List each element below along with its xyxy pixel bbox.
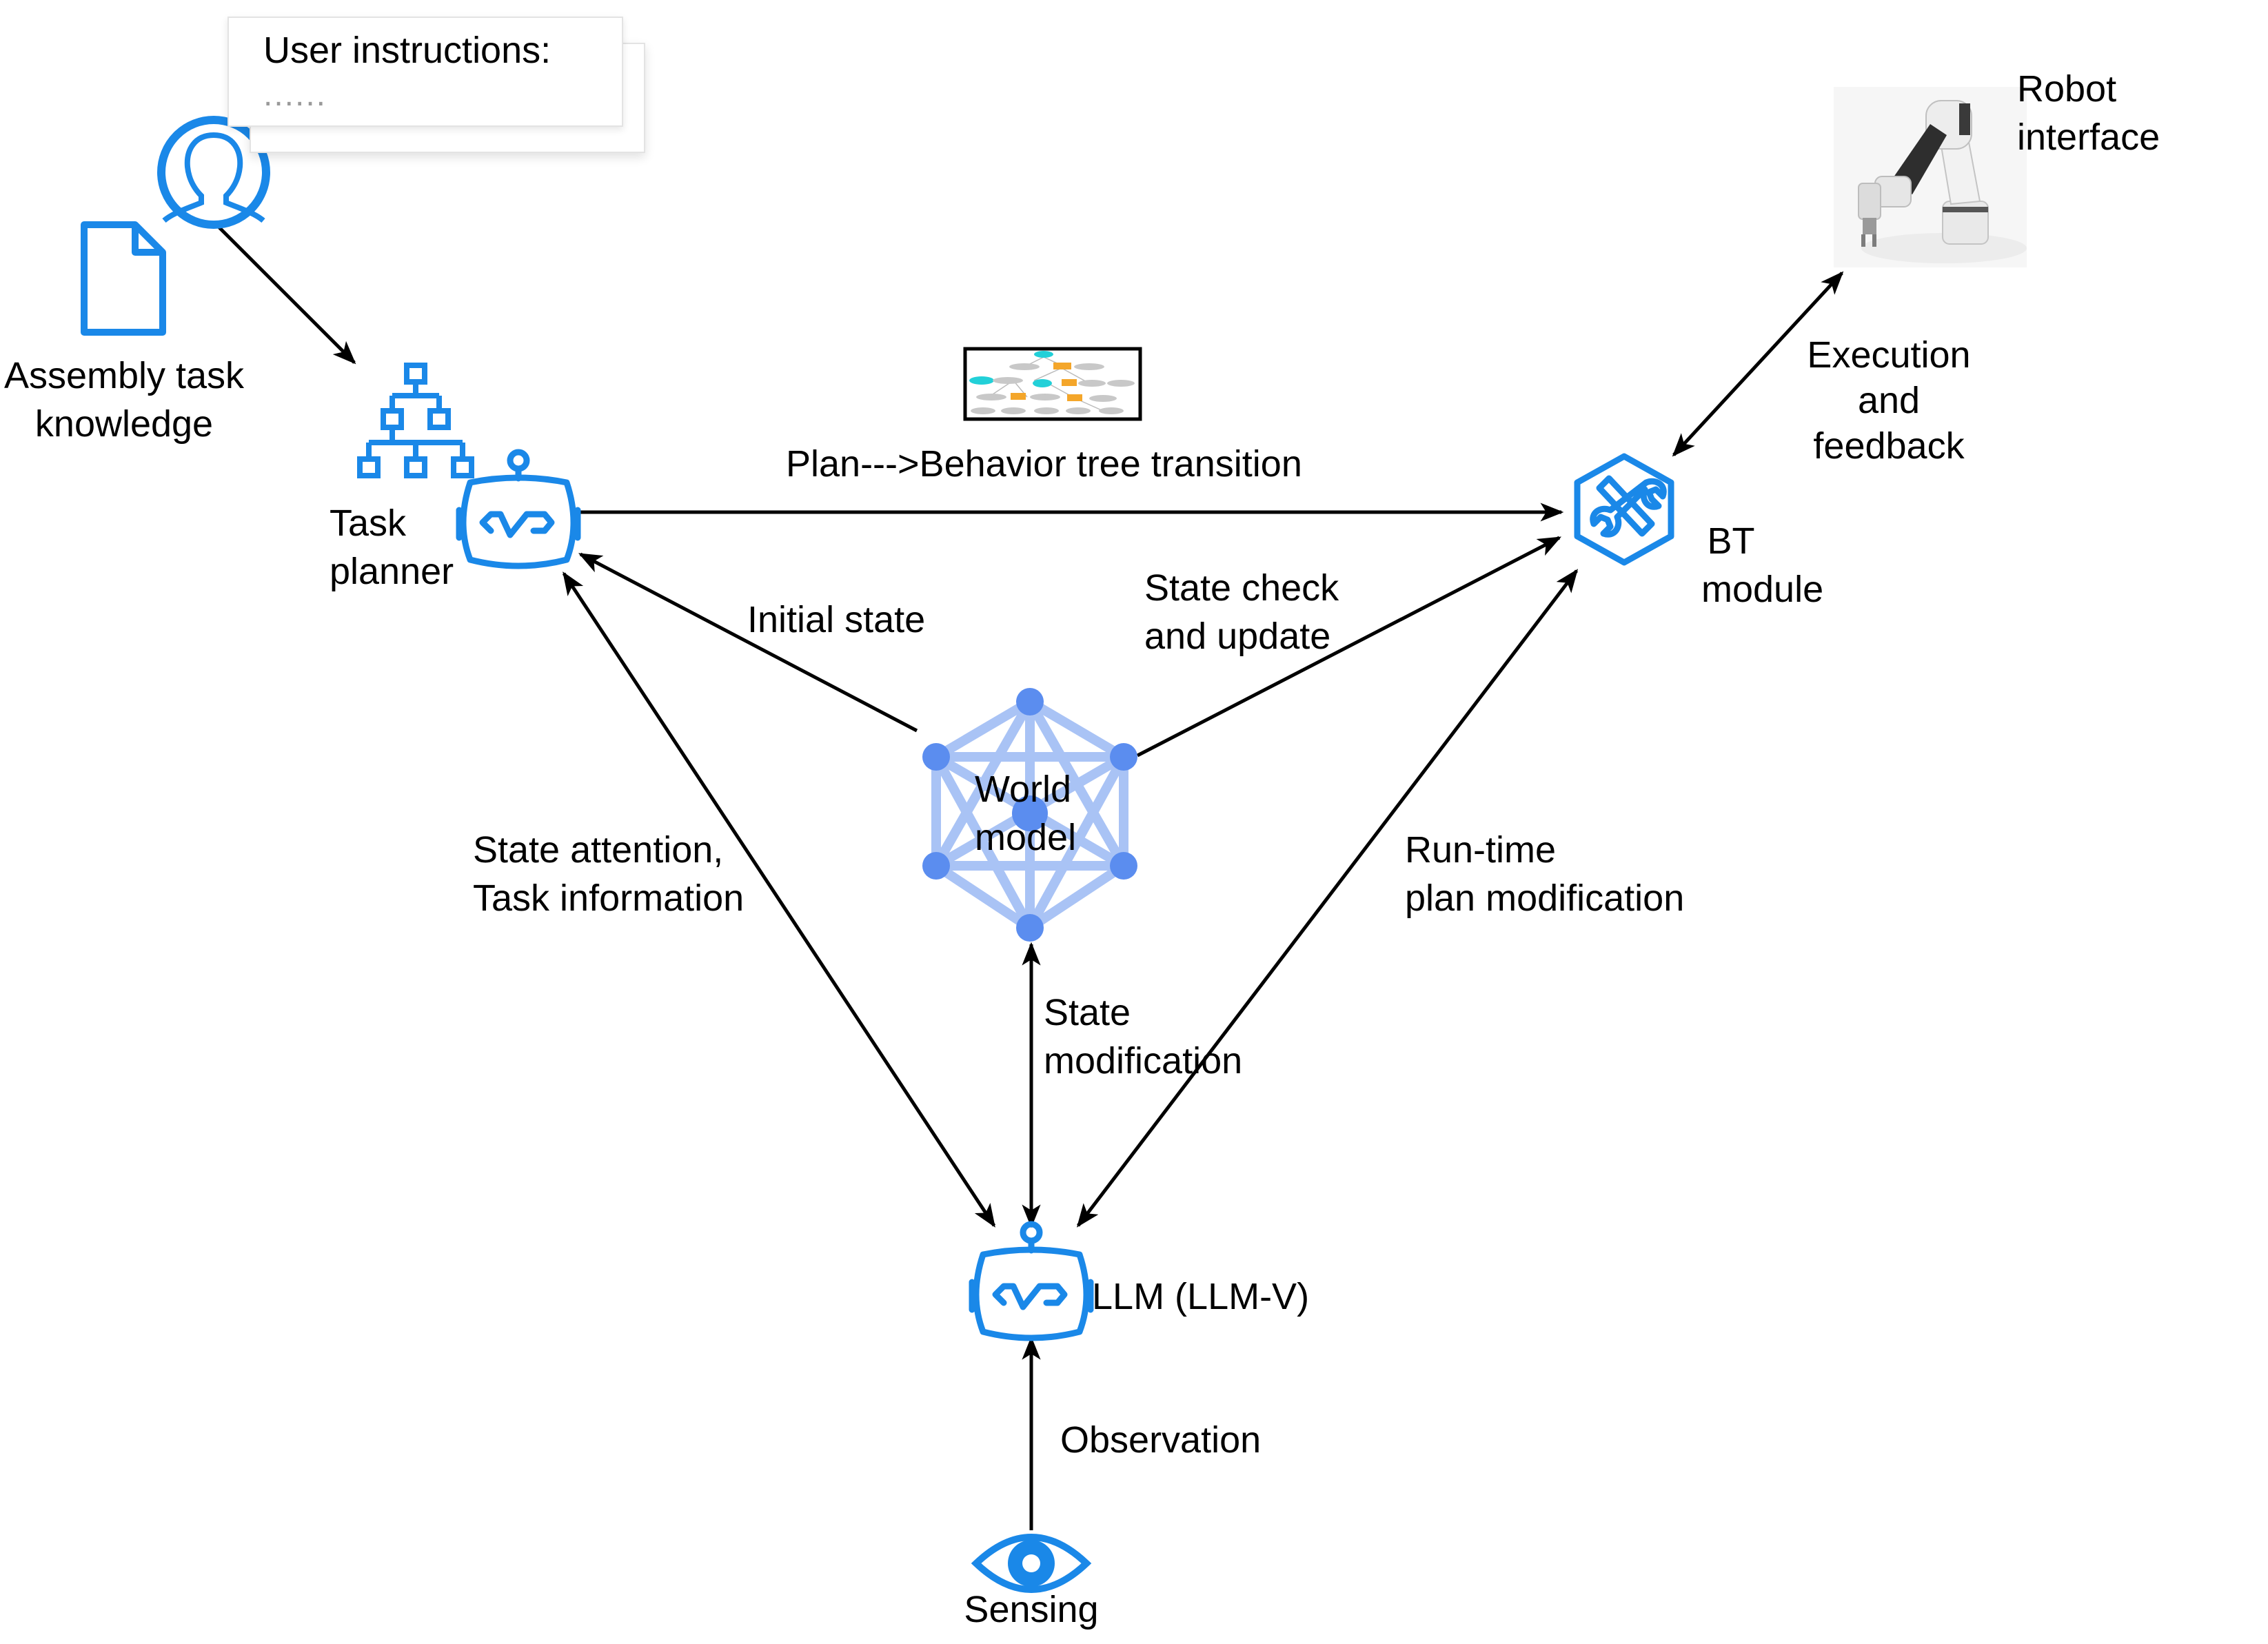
document-icon xyxy=(81,221,166,336)
state-attention-line: State attention, xyxy=(473,829,724,871)
state-mod-line: modification xyxy=(1044,1040,1243,1082)
robot-arm-image xyxy=(1834,87,2027,267)
task-planner-label: Task planner xyxy=(330,499,454,596)
robot-head-icon-planner xyxy=(456,449,581,569)
state-attention-line: Task information xyxy=(473,877,745,919)
arrow-bt-robot xyxy=(1672,271,1844,457)
task-planner-line: Task xyxy=(330,503,407,544)
observation-label: Observation xyxy=(1060,1419,1262,1461)
execution-line: and xyxy=(1857,380,1921,421)
runtime-line: Run-time xyxy=(1405,829,1557,871)
user-instructions-title: User instructions: xyxy=(263,30,551,71)
bt-module-line: module xyxy=(1701,569,1824,610)
graph-node xyxy=(1012,795,1048,831)
plan-bt-transition-label: Plan--->Behavior tree transition xyxy=(786,443,1302,485)
state-check-line: and update xyxy=(1144,616,1331,657)
world-model-line: World xyxy=(975,769,1072,810)
tools-hexagon-icon xyxy=(1574,453,1674,566)
graph-node xyxy=(922,743,950,771)
arrow-user-to-planner xyxy=(218,226,356,365)
state-mod-line: State xyxy=(1044,992,1131,1033)
world-model-label: World model xyxy=(975,765,1076,862)
state-modification-label: State modification xyxy=(1044,988,1242,1085)
execution-line: feedback xyxy=(1813,425,1965,467)
initial-state-label: Initial state xyxy=(747,599,926,640)
graph-node xyxy=(922,852,950,880)
arrow-planner-llm xyxy=(562,571,996,1228)
robot-head-icon-llm xyxy=(969,1221,1094,1341)
bt-module-line: BT xyxy=(1707,520,1755,562)
bt-module-label: BT module xyxy=(1701,517,1823,613)
graph-node xyxy=(1016,914,1044,942)
behavior-tree-thumbnail xyxy=(963,347,1142,421)
llm-label: LLM (LLM-V) xyxy=(1092,1276,1310,1317)
state-check-line: State check xyxy=(1144,567,1339,609)
execution-feedback-label: Execution and feedback xyxy=(1792,332,1985,469)
state-check-update-label: State check and update xyxy=(1144,564,1339,660)
arrow-bt-llm xyxy=(1076,569,1579,1228)
runtime-line: plan modification xyxy=(1405,877,1685,919)
sensing-label: Sensing xyxy=(964,1589,1099,1630)
robot-interface-line: interface xyxy=(2017,116,2160,158)
user-avatar-icon xyxy=(157,116,270,229)
robot-interface-line: Robot xyxy=(2017,68,2117,110)
world-model-graph xyxy=(922,688,1137,942)
world-model-line: model xyxy=(975,817,1077,858)
execution-line: Execution xyxy=(1807,334,1971,376)
robot-interface-label: Robot interface xyxy=(2017,65,2160,161)
state-attention-label: State attention, Task information xyxy=(473,826,744,922)
graph-node xyxy=(1016,688,1044,716)
runtime-plan-mod-label: Run-time plan modification xyxy=(1405,826,1684,922)
arrows xyxy=(218,226,1844,1530)
task-planner-line: planner xyxy=(330,551,454,592)
assembly-label-line: knowledge xyxy=(34,403,214,445)
graph-node xyxy=(1110,743,1137,771)
eye-icon xyxy=(971,1534,1092,1593)
hierarchy-icon xyxy=(357,363,474,478)
user-instructions-placeholder: ...... xyxy=(263,77,327,113)
graph-node xyxy=(1110,852,1137,880)
user-instructions-card: User instructions: ...... xyxy=(227,17,623,127)
assembly-task-knowledge-label: Assembly task knowledge xyxy=(0,352,248,448)
assembly-label-line: Assembly task xyxy=(3,355,245,396)
